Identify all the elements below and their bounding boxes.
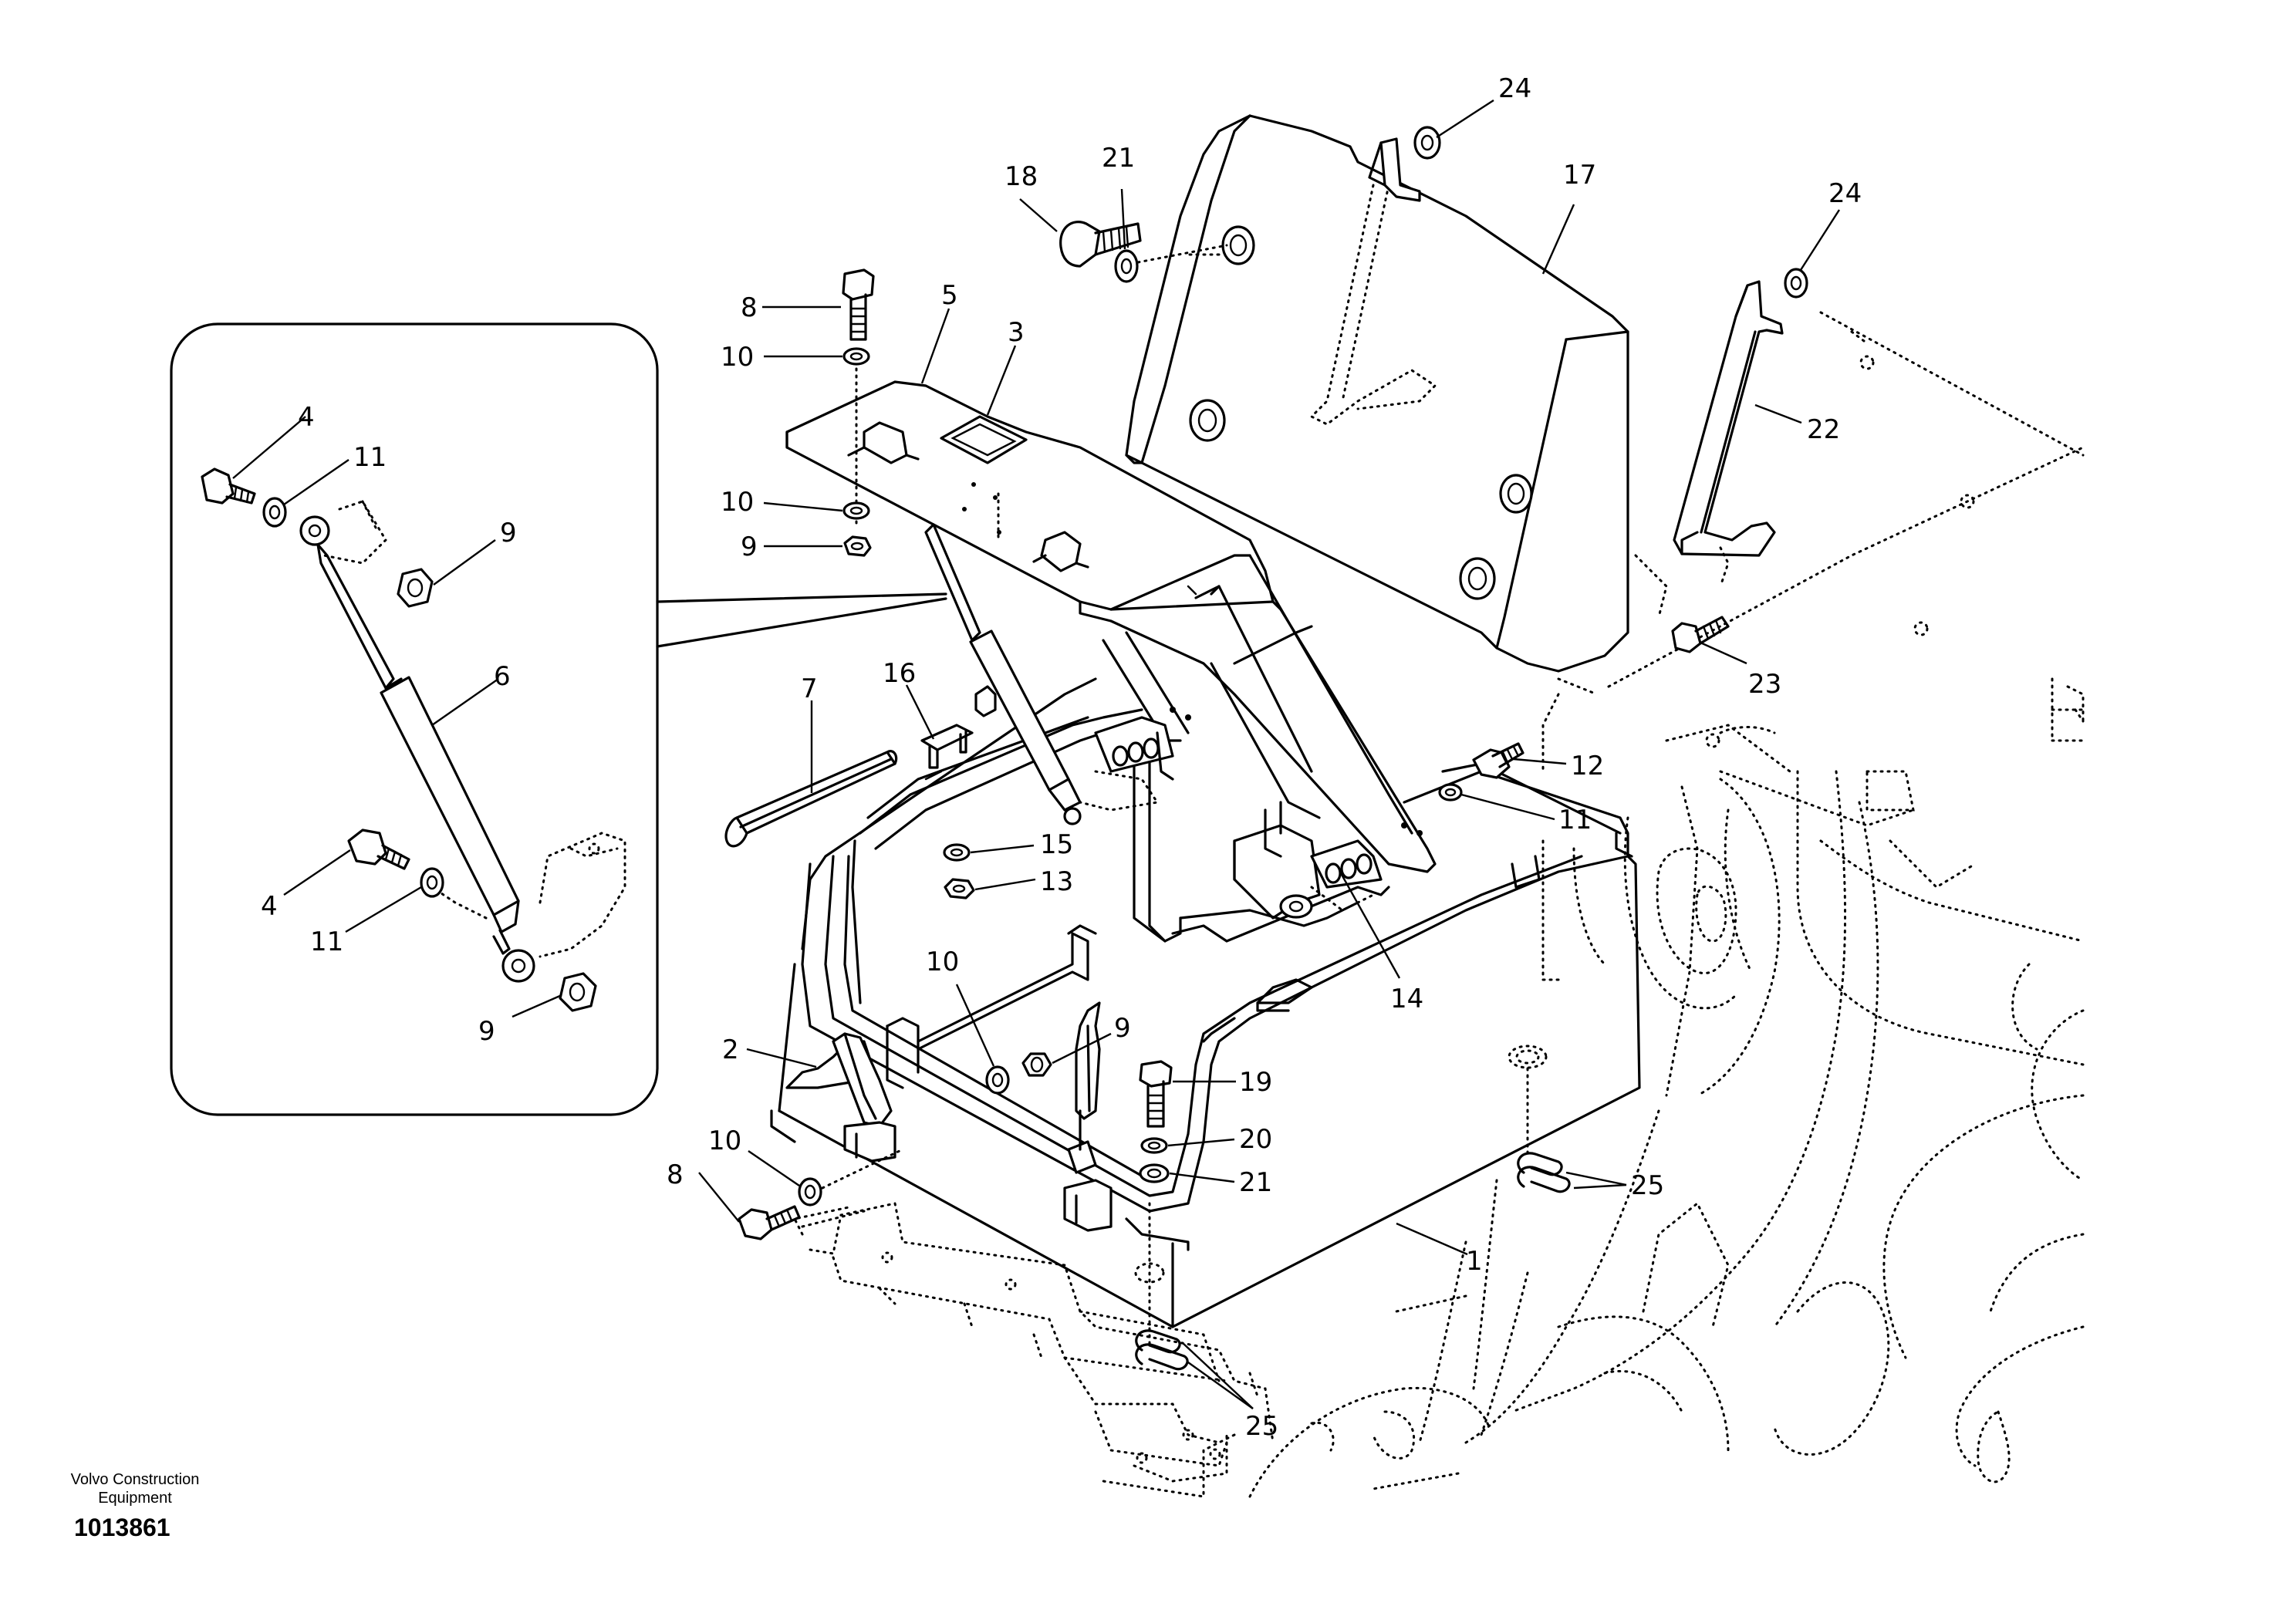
callout-5: 5 — [941, 280, 958, 311]
callout-9-inset-top: 9 — [500, 518, 517, 548]
detail-inset-frame — [170, 322, 947, 1116]
battery-box-body — [770, 625, 1641, 1348]
callout-21-lower: 21 — [1239, 1167, 1272, 1198]
callout-9-middle: 9 — [741, 532, 758, 562]
callout-11-inset-lower: 11 — [310, 926, 343, 957]
callout-13: 13 — [1040, 866, 1073, 897]
callout-11-inset-top: 11 — [353, 442, 387, 473]
callout-7: 7 — [801, 673, 818, 704]
callout-24-top: 24 — [1498, 73, 1531, 104]
lid-frame — [785, 353, 1437, 873]
callout-10-lower: 10 — [708, 1126, 741, 1156]
seal-strip — [724, 750, 898, 848]
callout-6: 6 — [494, 661, 511, 692]
callout-8-lower: 8 — [667, 1159, 684, 1190]
callout-10-top: 10 — [721, 342, 754, 373]
fasteners — [738, 126, 1808, 1371]
callout-16: 16 — [883, 658, 916, 689]
callout-14: 14 — [1390, 984, 1423, 1014]
callout-9-inset-lower: 9 — [478, 1016, 495, 1047]
lid-panel — [1125, 114, 1629, 673]
callout-21-top: 21 — [1102, 143, 1135, 174]
callout-4-inset-top: 4 — [298, 402, 315, 433]
callout-19: 19 — [1239, 1067, 1272, 1098]
callout-12: 12 — [1571, 751, 1604, 781]
callout-3: 3 — [1008, 317, 1025, 348]
lid-bracket — [1368, 137, 1421, 202]
callout-10-middle: 10 — [721, 487, 754, 518]
callout-17: 17 — [1563, 160, 1596, 191]
callout-labels: 24 17 21 18 24 8 5 3 10 22 10 9 4 11 9 2… — [261, 73, 1862, 1442]
latches — [785, 1001, 1113, 1232]
manufacturer-line-2: Equipment — [98, 1490, 172, 1507]
callout-2: 2 — [722, 1034, 739, 1065]
gas-strut-detail — [201, 467, 626, 1012]
callout-4-inset-lower: 4 — [261, 891, 278, 922]
leader-lines — [232, 99, 1841, 1409]
callout-22: 22 — [1807, 414, 1840, 445]
callout-1: 1 — [1466, 1246, 1483, 1277]
callout-20: 20 — [1239, 1124, 1272, 1155]
callout-25-right: 25 — [1631, 1170, 1664, 1201]
callout-10-inner: 10 — [926, 947, 959, 977]
callout-9-inner: 9 — [1114, 1013, 1131, 1044]
callout-23: 23 — [1748, 669, 1781, 700]
support-bracket — [1673, 280, 1784, 588]
machine-frame-outline — [792, 311, 2085, 1498]
callout-24-right: 24 — [1828, 178, 1862, 209]
manufacturer-label: Volvo Construction Equipment — [46, 1470, 224, 1507]
callout-11-box: 11 — [1558, 805, 1592, 835]
callout-25-lower: 25 — [1245, 1411, 1278, 1442]
callout-8-top: 8 — [741, 292, 758, 323]
drawing-number: 1013861 — [74, 1514, 171, 1541]
mounting-bracket-outline — [881, 1251, 1228, 1483]
manufacturer-line-1: Volvo Construction — [70, 1471, 200, 1488]
callout-15: 15 — [1040, 829, 1073, 860]
gas-strut-assembled — [924, 523, 1082, 825]
hinge-pair — [1079, 707, 1423, 912]
callout-18: 18 — [1004, 161, 1038, 192]
clip — [920, 685, 997, 781]
